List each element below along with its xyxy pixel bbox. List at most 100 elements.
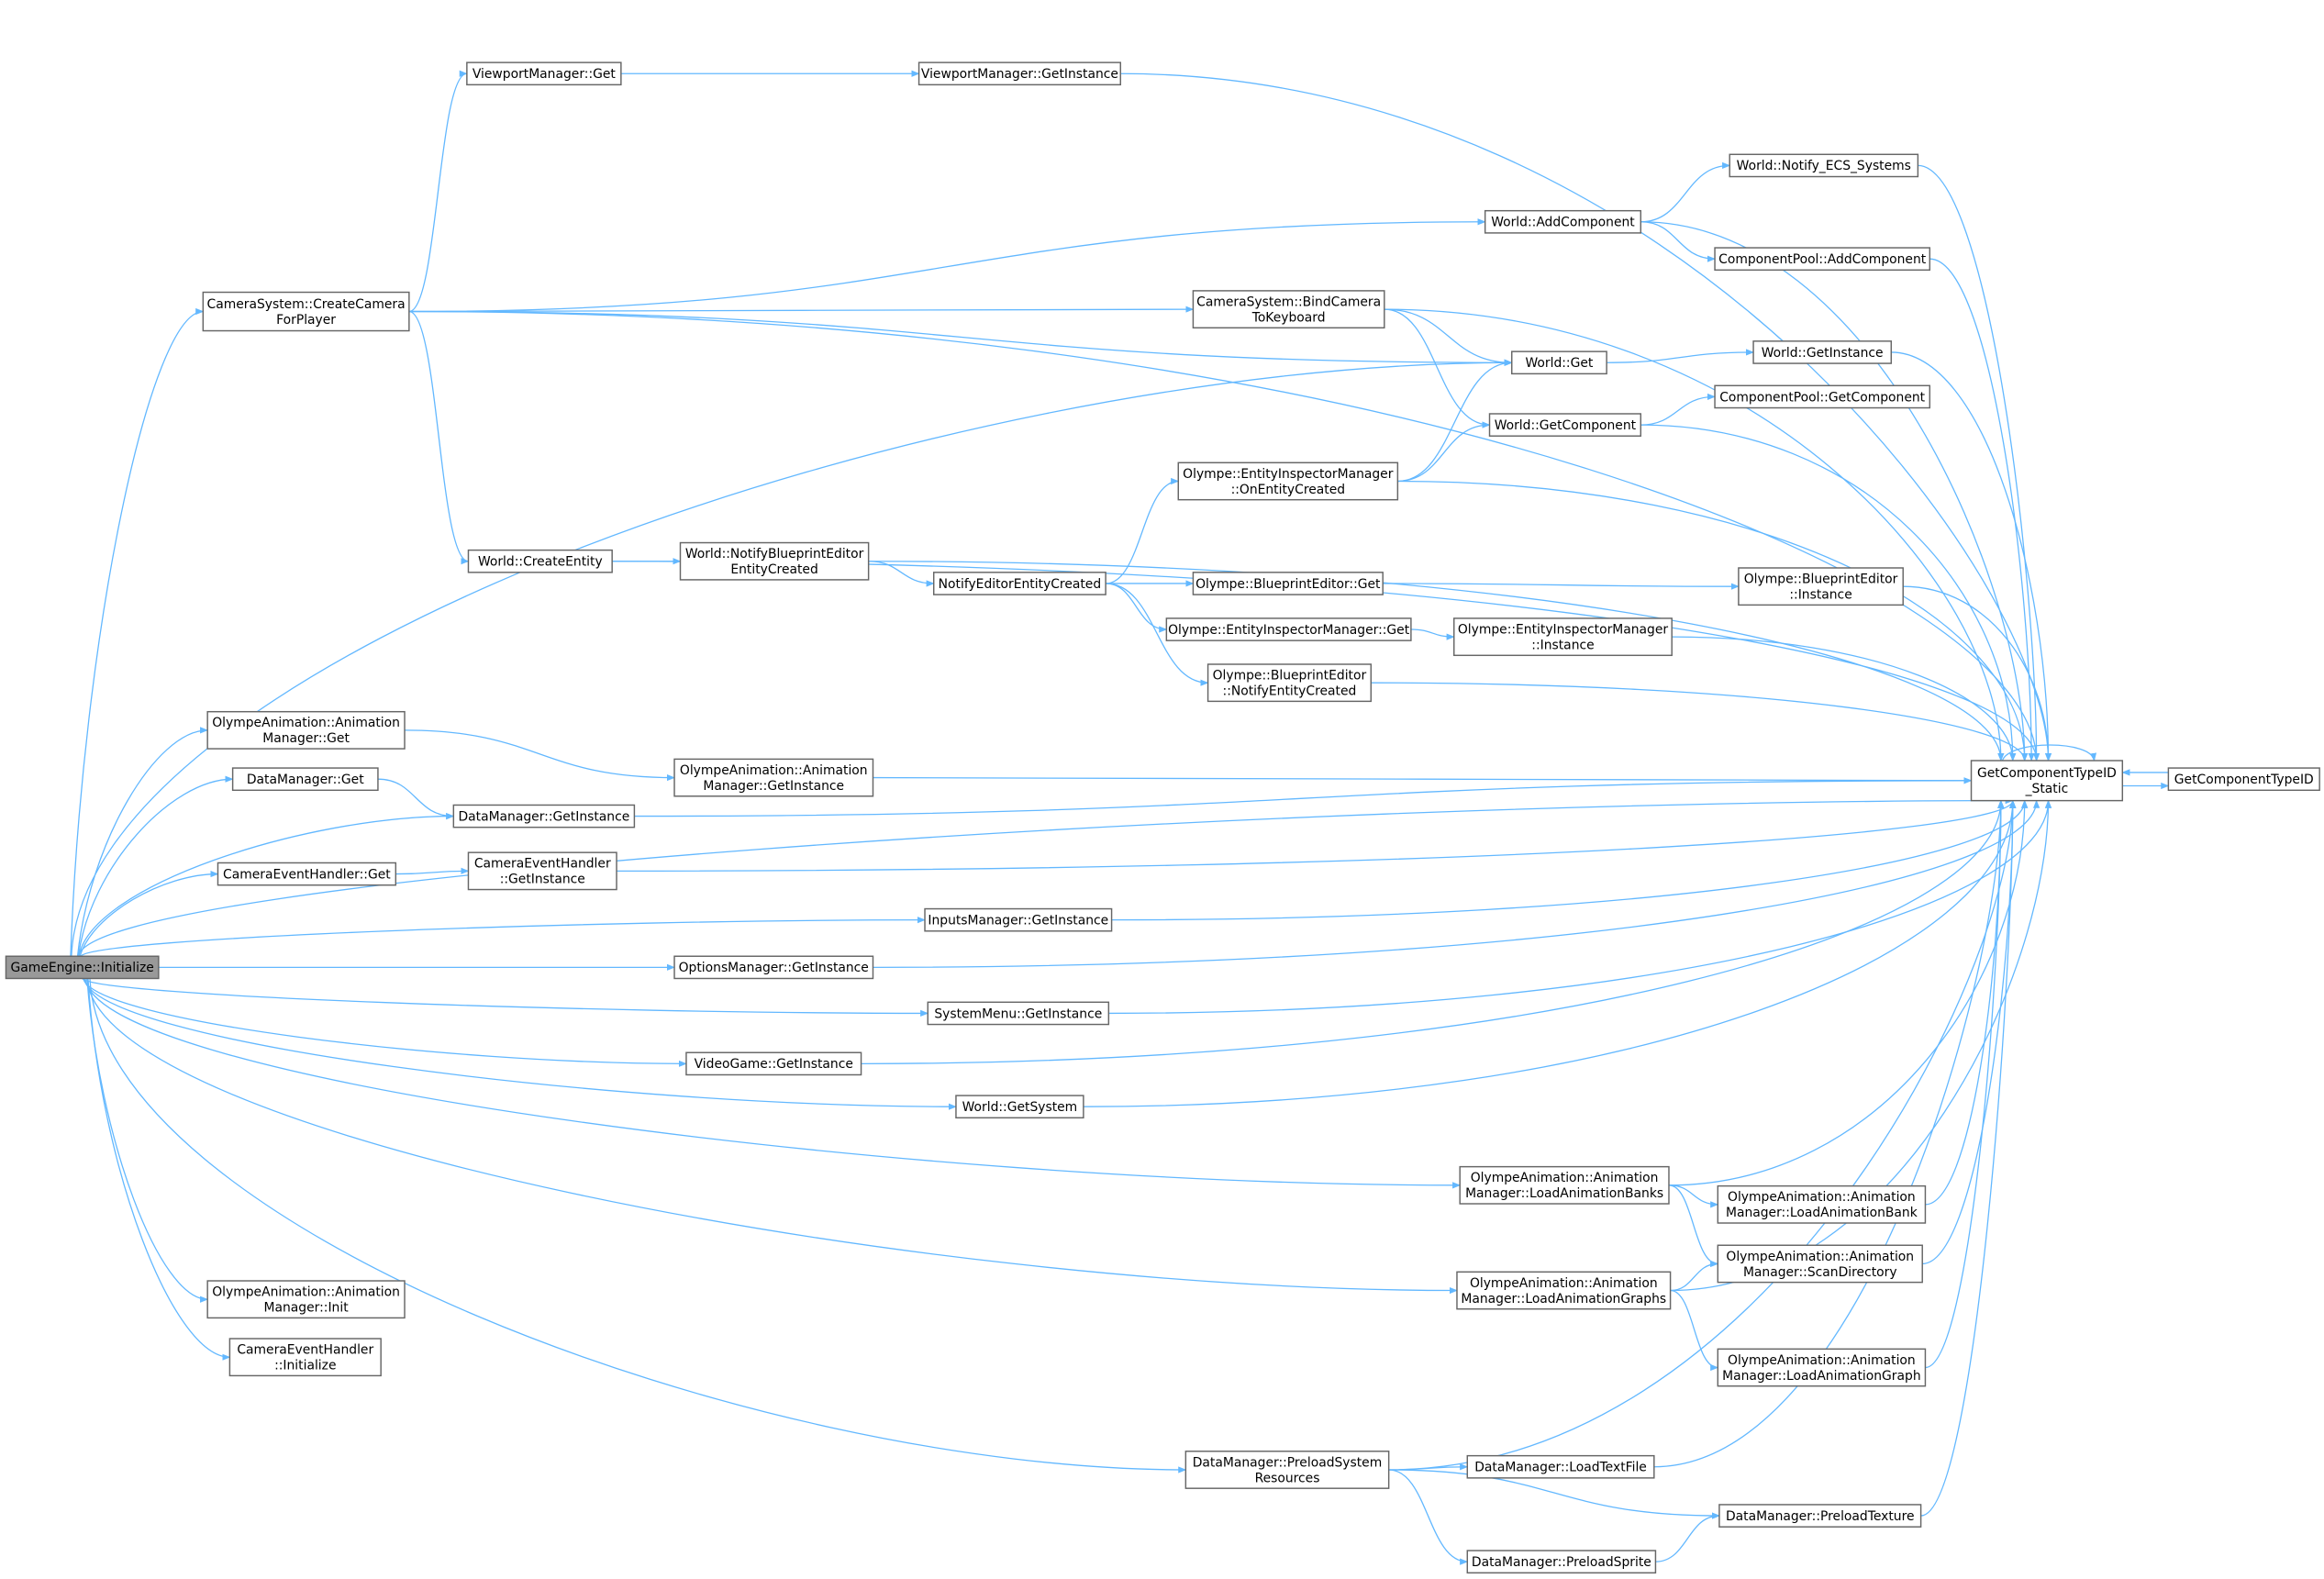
edge-notifyBP-to-notifyEd: [868, 561, 935, 587]
node-vpInst[interactable]: ViewportManager::GetInstance: [917, 61, 1121, 86]
edge-notifyBP-to-gctS: [868, 561, 2005, 762]
edge-worldInst-to-gctS: [1891, 351, 2052, 762]
node-box: [1970, 760, 2124, 802]
node-box: [228, 1338, 382, 1377]
edge-init-to-amGet: [76, 727, 209, 957]
node-sysMenu[interactable]: SystemMenu::GetInstance: [927, 1001, 1110, 1026]
node-inputs[interactable]: InputsManager::GetInstance: [924, 907, 1113, 932]
node-label: Manager::LoadAnimationGraphs: [1461, 1292, 1666, 1307]
node-box: [673, 758, 874, 797]
edge-amGet-to-amInst: [405, 729, 675, 782]
edge-cehGet-to-cehInst: [395, 867, 470, 875]
node-worldInst[interactable]: World::GetInstance: [1752, 340, 1893, 364]
edge-init-to-dmInst: [78, 812, 455, 957]
node-box: [955, 1095, 1084, 1119]
node-amInst[interactable]: OlympeAnimation::AnimationManager::GetIn…: [673, 758, 874, 797]
node-label: ForPlayer: [276, 313, 336, 328]
node-beInst[interactable]: Olympe::BlueprintEditor::Instance: [1738, 567, 1904, 606]
node-scanDir[interactable]: OlympeAnimation::AnimationManager::ScanD…: [1717, 1244, 1923, 1284]
node-label: Manager::ScanDirectory: [1743, 1265, 1897, 1280]
edge-addComp-to-cpAdd: [1640, 221, 1716, 262]
node-createEnt[interactable]: World::CreateEntity: [467, 549, 613, 573]
edge-cpAdd-to-gctS: [1929, 258, 2035, 762]
node-loadText[interactable]: DataManager::LoadTextFile: [1466, 1454, 1655, 1479]
node-box: [206, 710, 406, 750]
node-gctS[interactable]: GetComponentTypeID_Static: [1970, 760, 2124, 802]
node-eimGet[interactable]: Olympe::EntityInspectorManager::Get: [1165, 617, 1412, 641]
node-video[interactable]: VideoGame::GetInstance: [685, 1051, 862, 1076]
node-label: SystemMenu::GetInstance: [934, 1006, 1102, 1021]
edge-eimInst-to-gctS: [1672, 636, 2017, 762]
edge-loadBanks-to-loadBank: [1668, 1184, 1719, 1208]
node-eimInst[interactable]: Olympe::EntityInspectorManager::Instance: [1453, 617, 1673, 657]
node-loadGraph[interactable]: OlympeAnimation::AnimationManager::LoadA…: [1717, 1348, 1927, 1387]
node-label: EntityCreated: [730, 562, 817, 577]
edge-worldGet-to-worldInst: [1607, 349, 1754, 363]
node-getComp[interactable]: World::GetComponent: [1488, 413, 1642, 437]
edge-notifyECS-to-gctS: [1918, 164, 2040, 762]
node-cehGet[interactable]: CameraEventHandler::Get: [217, 862, 397, 886]
node-getSys[interactable]: World::GetSystem: [955, 1095, 1084, 1119]
node-init[interactable]: GameEngine::Initialize: [5, 955, 160, 980]
node-box: [1488, 413, 1642, 437]
node-cehInit[interactable]: CameraEventHandler::Initialize: [228, 1338, 382, 1377]
node-box: [1729, 153, 1919, 178]
edge-gctS-to-gctS: [2001, 744, 2097, 762]
node-label: DataManager::PreloadTexture: [1726, 1509, 1915, 1524]
node-label: OlympeAnimation::Animation: [1726, 1250, 1914, 1264]
node-box: [924, 907, 1113, 932]
node-worldGet[interactable]: World::Get: [1511, 350, 1607, 375]
node-box: [1717, 1184, 1927, 1224]
node-label: CameraEventHandler: [237, 1343, 373, 1358]
node-label: CameraSystem::CreateCamera: [207, 297, 406, 312]
edge-getSys-to-gctS: [1083, 799, 2017, 1107]
node-cehInst[interactable]: CameraEventHandler::GetInstance: [467, 851, 617, 891]
node-label: OlympeAnimation::Animation: [1728, 1190, 1916, 1205]
node-layer: GameEngine::Initialize CameraSystem::Crea…: [5, 61, 2320, 1573]
node-box: [1184, 1451, 1390, 1489]
edge-createCam-to-bindCam: [408, 306, 1195, 313]
node-label: ::OnEntityCreated: [1231, 483, 1345, 497]
node-beNotify[interactable]: Olympe::BlueprintEditor::NotifyEntityCre…: [1206, 663, 1373, 703]
node-loadBanks[interactable]: OlympeAnimation::AnimationManager::LoadA…: [1459, 1165, 1670, 1205]
node-dmInst[interactable]: DataManager::GetInstance: [452, 804, 636, 828]
node-notifyBP[interactable]: World::NotifyBlueprintEditorEntityCreate…: [679, 541, 870, 581]
edge-preSprite-to-preTex: [1655, 1512, 1720, 1562]
node-addComp[interactable]: World::AddComponent: [1484, 209, 1642, 234]
node-box: [1714, 384, 1931, 409]
node-cpAdd[interactable]: ComponentPool::AddComponent: [1714, 247, 1931, 272]
node-notifyECS[interactable]: World::Notify_ECS_Systems: [1729, 153, 1919, 178]
node-dmGet[interactable]: DataManager::Get: [231, 767, 379, 792]
node-label: World::Get: [1526, 356, 1594, 371]
node-box: [467, 549, 613, 573]
node-preTex[interactable]: DataManager::PreloadTexture: [1718, 1504, 1922, 1528]
node-box: [685, 1051, 862, 1076]
node-gct[interactable]: GetComponentTypeID: [2167, 767, 2320, 792]
node-box: [1165, 617, 1412, 641]
node-cpGet[interactable]: ComponentPool::GetComponent: [1714, 384, 1931, 409]
node-loadGraphs[interactable]: OlympeAnimation::AnimationManager::LoadA…: [1456, 1271, 1672, 1310]
node-notifyEd[interactable]: NotifyEditorEntityCreated: [932, 572, 1106, 595]
node-vpGet[interactable]: ViewportManager::Get: [466, 61, 622, 86]
node-label: OlympeAnimation::Animation: [1728, 1353, 1916, 1368]
node-box: [467, 851, 617, 891]
node-beGet[interactable]: Olympe::BlueprintEditor::Get: [1192, 572, 1384, 595]
node-onEnt[interactable]: Olympe::EntityInspectorManager::OnEntity…: [1177, 461, 1399, 501]
edge-bindCam-to-getComp: [1384, 308, 1491, 428]
node-preSprite[interactable]: DataManager::PreloadSprite: [1466, 1550, 1657, 1573]
node-label: ::Initialize: [274, 1359, 336, 1373]
node-label: DataManager::PreloadSprite: [1472, 1555, 1651, 1570]
node-box: [231, 767, 379, 792]
edge-dmGet-to-dmInst: [377, 778, 455, 820]
node-label: CameraEventHandler::Get: [223, 867, 391, 882]
node-loadBank[interactable]: OlympeAnimation::AnimationManager::LoadA…: [1717, 1184, 1927, 1224]
edge-getComp-to-cpGet: [1640, 393, 1716, 426]
node-box: [1459, 1165, 1670, 1205]
node-options[interactable]: OptionsManager::GetInstance: [673, 955, 874, 980]
